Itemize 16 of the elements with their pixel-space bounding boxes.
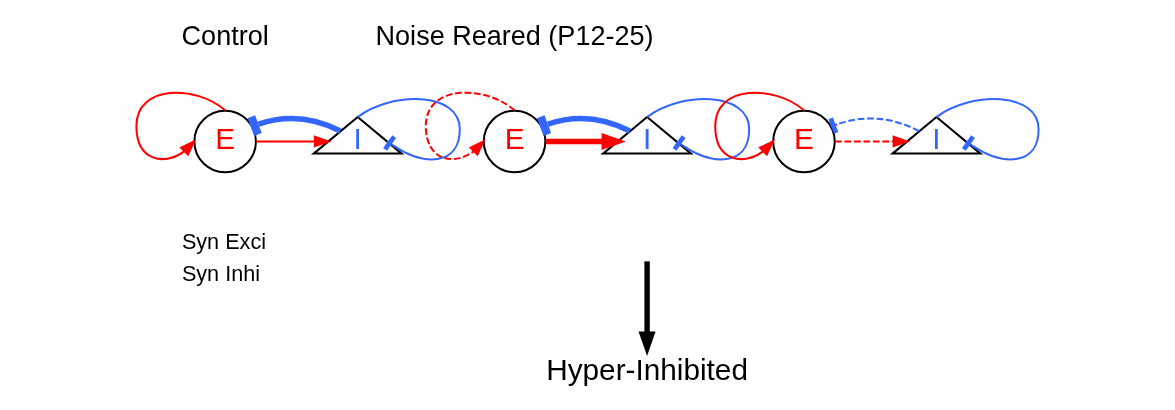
connector <box>247 115 342 136</box>
legend-label: Syn Inhi <box>181 261 261 287</box>
label: Noise Reared (P12-25) <box>375 20 654 51</box>
arrow <box>638 261 656 356</box>
node-circle: E <box>193 109 257 174</box>
legend-label: Syn Exci <box>181 228 267 254</box>
arrow <box>545 132 626 150</box>
connector <box>828 117 920 134</box>
connector <box>536 115 631 136</box>
connector <box>646 98 751 161</box>
connector <box>935 98 1040 161</box>
node-text: Hyper-Inhibited <box>546 352 748 386</box>
label: Control <box>181 20 269 51</box>
connector <box>357 98 461 161</box>
arrow <box>256 135 332 148</box>
arrow <box>835 135 911 148</box>
